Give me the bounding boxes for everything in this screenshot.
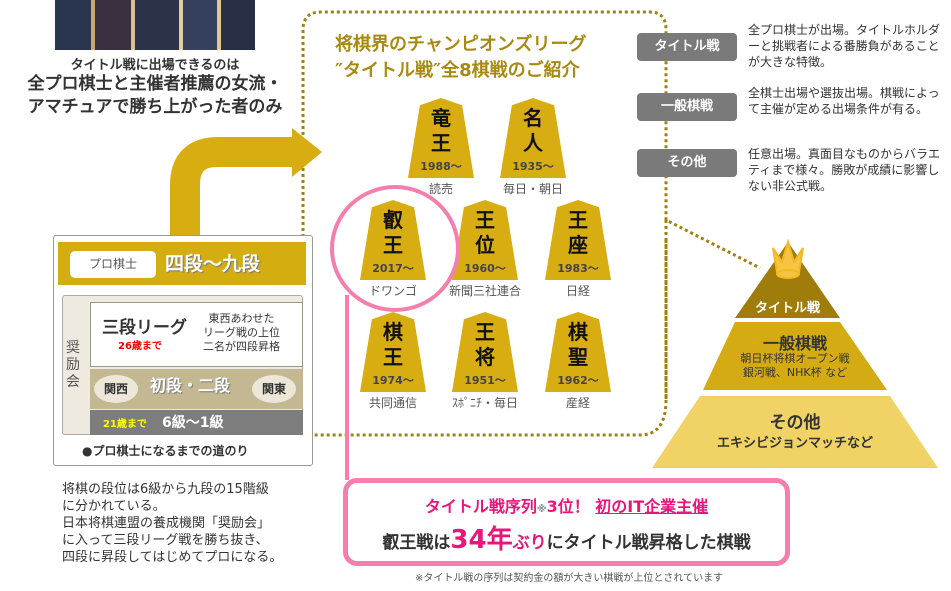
arrow-head: [292, 128, 322, 177]
kyu-bar: [90, 410, 303, 435]
piece-title: 王座: [568, 208, 588, 257]
piece-sponsor: 読売: [428, 182, 453, 196]
explanation-line: に分かれている。: [62, 499, 166, 514]
piece-year: 1935～: [512, 160, 554, 173]
piece-year: 1960～: [464, 262, 506, 275]
piece-sponsor: 新聞三社連合: [448, 284, 521, 298]
kyu-rank: 6級～1級: [162, 415, 224, 431]
shogi-piece: 棋王 1974～: [360, 312, 426, 392]
shogi-piece: 王座 1983～: [545, 200, 611, 280]
shoreikai-label: 奨励会: [66, 340, 80, 390]
shogi-piece: 竜王 1988～: [408, 98, 474, 178]
sandan-desc: 東西あわせた リーグ戦の上位 二名が四段昇格: [203, 312, 280, 353]
explanation-line: に入って三段リーグ戦を勝ち抜き、: [62, 533, 269, 548]
section-title: 将棋界のチャンピオンズリーグ ″タイトル戦″全8棋戦のご紹介: [335, 32, 586, 84]
piece-sponsor: 日経: [565, 284, 590, 298]
kyu-age: 21歳まで: [103, 419, 147, 430]
dotted-frame: [301, 10, 761, 437]
kansai-oval: 関西: [94, 375, 138, 403]
shogi-piece: 名人 1935～: [500, 98, 566, 178]
pyramid-bottom-label: その他: [769, 413, 821, 433]
badge-other: その他: [637, 149, 737, 177]
piece-sponsor: 共同通信: [368, 396, 417, 410]
kanto-oval: 関東: [252, 375, 296, 403]
pyramid-bottom: [652, 396, 938, 468]
shodan-rank: 初段・二段: [150, 376, 231, 395]
explanation: 将棋の段位は6級から九段の15階級 に分かれている。 日本将棋連盟の養成機関「奨…: [62, 481, 322, 566]
ladder-caption: ●プロ棋士になるまでの道のり: [82, 444, 249, 458]
highlight-box: タイトル戦序列※3位！ 初のIT企業主催 叡王戦は34年ぶりにタイトル戦昇格した…: [343, 478, 790, 566]
intro-line1: タイトル戦に出場できるのは: [70, 58, 240, 73]
piece-sponsor: 毎日・朝日: [502, 182, 563, 196]
intro-heading: 全プロ棋士と主催者推薦の女流・アマチュアで勝ち上がった者のみ: [0, 73, 310, 119]
piece-title: 棋聖: [568, 320, 588, 369]
pyramid-mid: [703, 322, 887, 390]
crown-icon: [772, 238, 804, 279]
badge-title-match: タイトル戦: [637, 33, 737, 61]
title-line1: 将棋界のチャンピオンズリーグ: [335, 34, 587, 55]
highlight-connector: [345, 295, 349, 480]
desc-general: 全棋士出場や選抜出場。棋戦によって主催が定める出場条件が有る。: [748, 86, 940, 116]
piece-year: 1983～: [557, 262, 599, 275]
pyramid-mid-sub: 朝日杯将棋オープン戦銀河戦、NHK杯 など: [740, 352, 850, 379]
pro-rank: 四段～九段: [165, 253, 261, 275]
explanation-line: 日本将棋連盟の養成機関「奨励会」: [62, 516, 271, 531]
pyramid-top-label: タイトル戦: [754, 301, 820, 316]
piece-title: 王将: [475, 320, 495, 369]
highlight-line2: 叡王戦は34年ぶりにタイトル戦昇格した棋戦: [382, 525, 751, 555]
pyramid-mid-label: 一般棋戦: [762, 334, 827, 353]
piece-sponsor: ｽﾎﾟﾆﾁ・毎日: [451, 396, 518, 410]
pro-label: プロ棋士: [70, 251, 156, 278]
sandan-age: 26歳まで: [118, 341, 162, 352]
badge-general: 一般棋戦: [637, 93, 737, 121]
shogi-piece: 王位 1960～: [452, 200, 518, 280]
explanation-line: 将棋の段位は6級から九段の15階級: [62, 482, 269, 497]
shogi-piece: 棋聖 1962～: [545, 312, 611, 392]
piece-title: 王位: [475, 208, 495, 257]
piece-year: 1951～: [464, 374, 506, 387]
piece-title: 名人: [523, 106, 543, 155]
piece-title: 棋王: [383, 320, 403, 369]
piece-sponsor: 産経: [565, 396, 590, 410]
desc-title-match: 全プロ棋士が出場。タイトルホルダーと挑戦者による番勝負があることが大きな特徴。: [748, 23, 941, 69]
players-photo: [55, 0, 255, 50]
footnote: ※タイトル戦の序列は契約金の額が大きい棋戦が上位とされています: [415, 573, 724, 584]
intro-line2: 全プロ棋士と主催者推薦の女流・: [27, 74, 283, 94]
path-arrow: [170, 137, 295, 240]
shogi-piece: 王将 1951～: [452, 312, 518, 392]
pyramid-bottom-sub: エキシビジョンマッチなど: [716, 436, 873, 451]
title-line2: ″タイトル戦″全8棋戦のご紹介: [335, 60, 580, 81]
pyramid-top: [735, 242, 840, 318]
piece-year: 1962～: [557, 374, 599, 387]
piece-year: 1974～: [372, 374, 414, 387]
sandan-league: 三段リーグ: [102, 318, 187, 338]
explanation-line: 四段に昇段してはじめてプロになる。: [62, 550, 283, 565]
desc-other: 任意出場。真面目なものからバラエティまで様々。勝敗が成績に影響しない非公式戦。: [748, 147, 941, 193]
highlight-line1: タイトル戦序列※3位！ 初のIT企業主催: [424, 497, 709, 516]
piece-title: 竜王: [431, 106, 451, 155]
piece-year: 1988～: [420, 160, 462, 173]
highlight-circle: [330, 185, 460, 312]
sandan-box: [90, 302, 303, 367]
intro-line3: アマチュアで勝ち上がった者のみ: [27, 97, 283, 117]
